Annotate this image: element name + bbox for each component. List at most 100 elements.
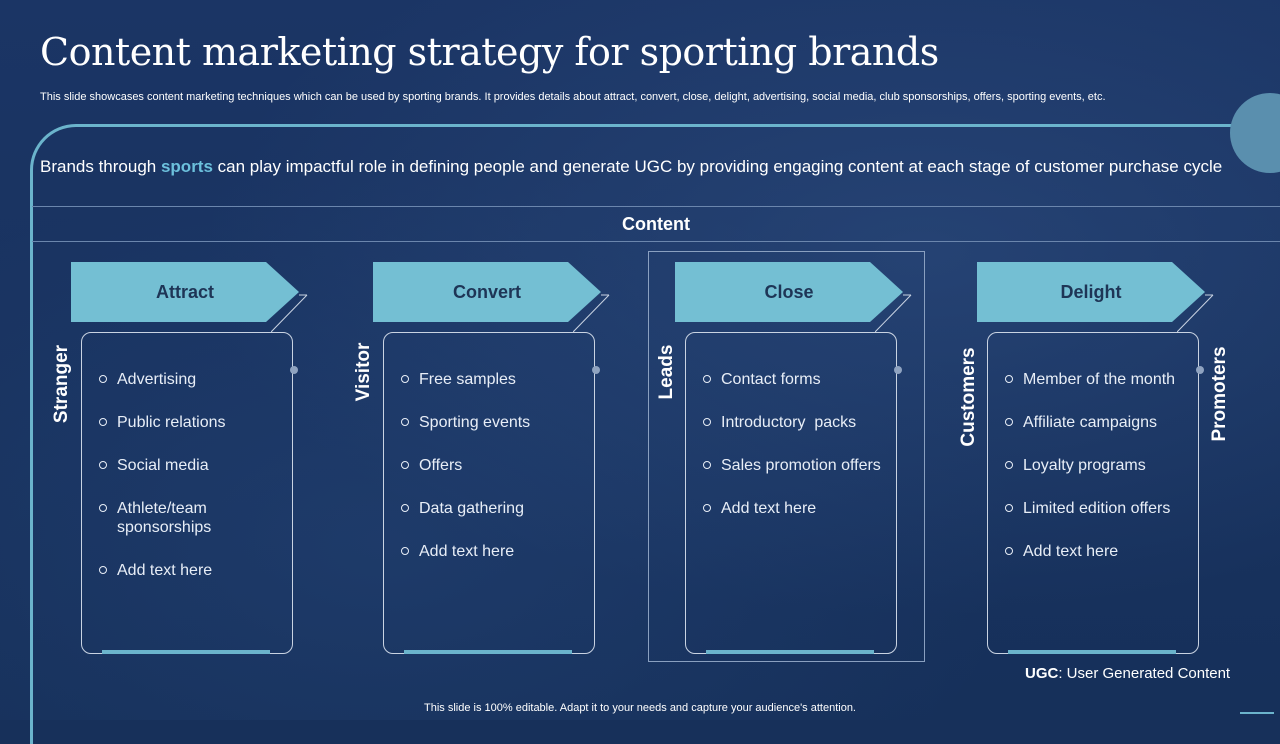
list-item-text: Member of the month (1023, 371, 1176, 388)
slide-subtitle: This slide showcases content marketing t… (40, 91, 1106, 103)
bullet-icon (99, 461, 107, 469)
list-item-text: Add text here (721, 500, 817, 517)
list-item: Social media (99, 456, 279, 475)
close-stage-highlight-box (648, 251, 925, 662)
stage-item-list: Member of the month Affiliate campaigns … (1005, 370, 1185, 585)
list-item: Sporting events (401, 413, 581, 432)
slide-footer: This slide is 100% editable. Adapt it to… (424, 702, 856, 714)
list-item-text: Add text here (1023, 543, 1119, 560)
list-item: Loyalty programs (1005, 456, 1185, 475)
list-item-text: Contact forms (721, 371, 821, 388)
content-heading: Content (32, 206, 1280, 242)
list-item: Add text here (401, 542, 581, 561)
bullet-icon (1005, 375, 1013, 383)
card-bottom-bar (1008, 650, 1176, 654)
stage-arrow (373, 262, 601, 322)
stage-title: Convert (452, 282, 521, 302)
arrow-shadow-line (875, 294, 912, 333)
list-item-text: Add text here (117, 562, 213, 579)
list-item-text: Sales promotion offers (721, 457, 881, 474)
slide-background (0, 0, 1280, 720)
list-item-text: Add text here (419, 543, 515, 560)
bullet-icon (99, 566, 107, 574)
card-bottom-bar (404, 650, 572, 654)
list-item-text: Free samples (419, 371, 516, 388)
list-item: Member of the month (1005, 370, 1185, 389)
card-bottom-bar (102, 650, 270, 654)
stage-arrow (71, 262, 299, 322)
card-dot (592, 366, 600, 374)
list-item: Advertising (99, 370, 279, 389)
bullet-icon (99, 504, 107, 512)
list-item: Offers (401, 456, 581, 475)
intro-highlight: sports (160, 157, 213, 176)
stage-item-list: Free samples Sporting events Offers Data… (401, 370, 581, 585)
side-label-stranger: Stranger (51, 344, 72, 424)
stage-delight: Delight Member of the month Affiliate ca… (977, 262, 1277, 662)
list-item: Contact forms (703, 370, 883, 389)
arrow-shadow-line (1177, 294, 1214, 333)
bullet-icon (99, 418, 107, 426)
list-item-text: Limited edition offers (1023, 500, 1171, 517)
list-item: Add text here (1005, 542, 1185, 561)
list-item: Public relations (99, 413, 279, 432)
arrow-shadow-line (271, 294, 308, 333)
ugc-abbreviation: UGC (1025, 665, 1059, 682)
intro-text-after: can play impactful role in defining peop… (212, 157, 1223, 176)
bullet-icon (703, 504, 711, 512)
ugc-definition: : User Generated Content (1058, 665, 1231, 682)
side-label-customers: Customers (958, 347, 979, 447)
card-bottom-bar (706, 650, 874, 654)
slide-title: Content marketing strategy for sporting … (40, 30, 939, 74)
list-item-text: Affiliate campaigns (1023, 414, 1157, 431)
bullet-icon (401, 418, 409, 426)
list-item: Athlete/team sponsorships (99, 499, 279, 537)
intro-statement: Brands through sports can play impactful… (40, 155, 1240, 178)
footer-accent-line (1240, 712, 1274, 714)
bullet-icon (1005, 418, 1013, 426)
stage-title: Attract (155, 282, 214, 302)
stage-arrow (675, 262, 903, 322)
list-item-text: Advertising (117, 371, 197, 388)
stage-convert: Convert Free samples Sporting events Off… (373, 262, 673, 662)
stage-item-list: Advertising Public relations Social medi… (99, 370, 279, 604)
bullet-icon (401, 547, 409, 555)
stage-attract: Attract Advertising Public relations Soc… (71, 262, 371, 662)
list-item-text: Offers (419, 457, 463, 474)
list-item: Free samples (401, 370, 581, 389)
bullet-icon (703, 375, 711, 383)
bullet-icon (1005, 504, 1013, 512)
list-item-text: Loyalty programs (1023, 457, 1146, 474)
list-item: Limited edition offers (1005, 499, 1185, 518)
stage-title: Delight (1060, 282, 1122, 302)
bullet-icon (703, 461, 711, 469)
bullet-icon (1005, 547, 1013, 555)
list-item: Add text here (703, 499, 883, 518)
card-dot (290, 366, 298, 374)
list-item-text: Athlete/team sponsorships (117, 500, 212, 536)
stage-item-list: Contact forms Introductory packs Sales p… (703, 370, 883, 542)
list-item: Affiliate campaigns (1005, 413, 1185, 432)
list-item-text: Data gathering (419, 500, 524, 517)
list-item: Data gathering (401, 499, 581, 518)
side-label-promoters: Promoters (1209, 346, 1230, 442)
list-item: Add text here (99, 561, 279, 580)
intro-text-before: Brands through (40, 157, 161, 176)
stage-arrow (977, 262, 1205, 322)
list-item-text: Public relations (117, 414, 226, 431)
list-item: Sales promotion offers (703, 456, 883, 475)
content-frame (30, 124, 1280, 744)
stage-close: Close Contact forms Introductory packs S… (675, 262, 975, 662)
card-dot (894, 366, 902, 374)
ugc-footnote: UGC: User Generated Content (1025, 665, 1230, 682)
side-label-leads: Leads (656, 344, 677, 400)
bullet-icon (401, 504, 409, 512)
card-dot (1196, 366, 1204, 374)
list-item-text: Social media (117, 457, 209, 474)
bullet-icon (1005, 461, 1013, 469)
bullet-icon (401, 461, 409, 469)
stage-title: Close (764, 282, 814, 302)
arrow-shadow-line (573, 294, 610, 333)
list-item-text: Sporting events (419, 414, 531, 431)
bullet-icon (703, 418, 711, 426)
